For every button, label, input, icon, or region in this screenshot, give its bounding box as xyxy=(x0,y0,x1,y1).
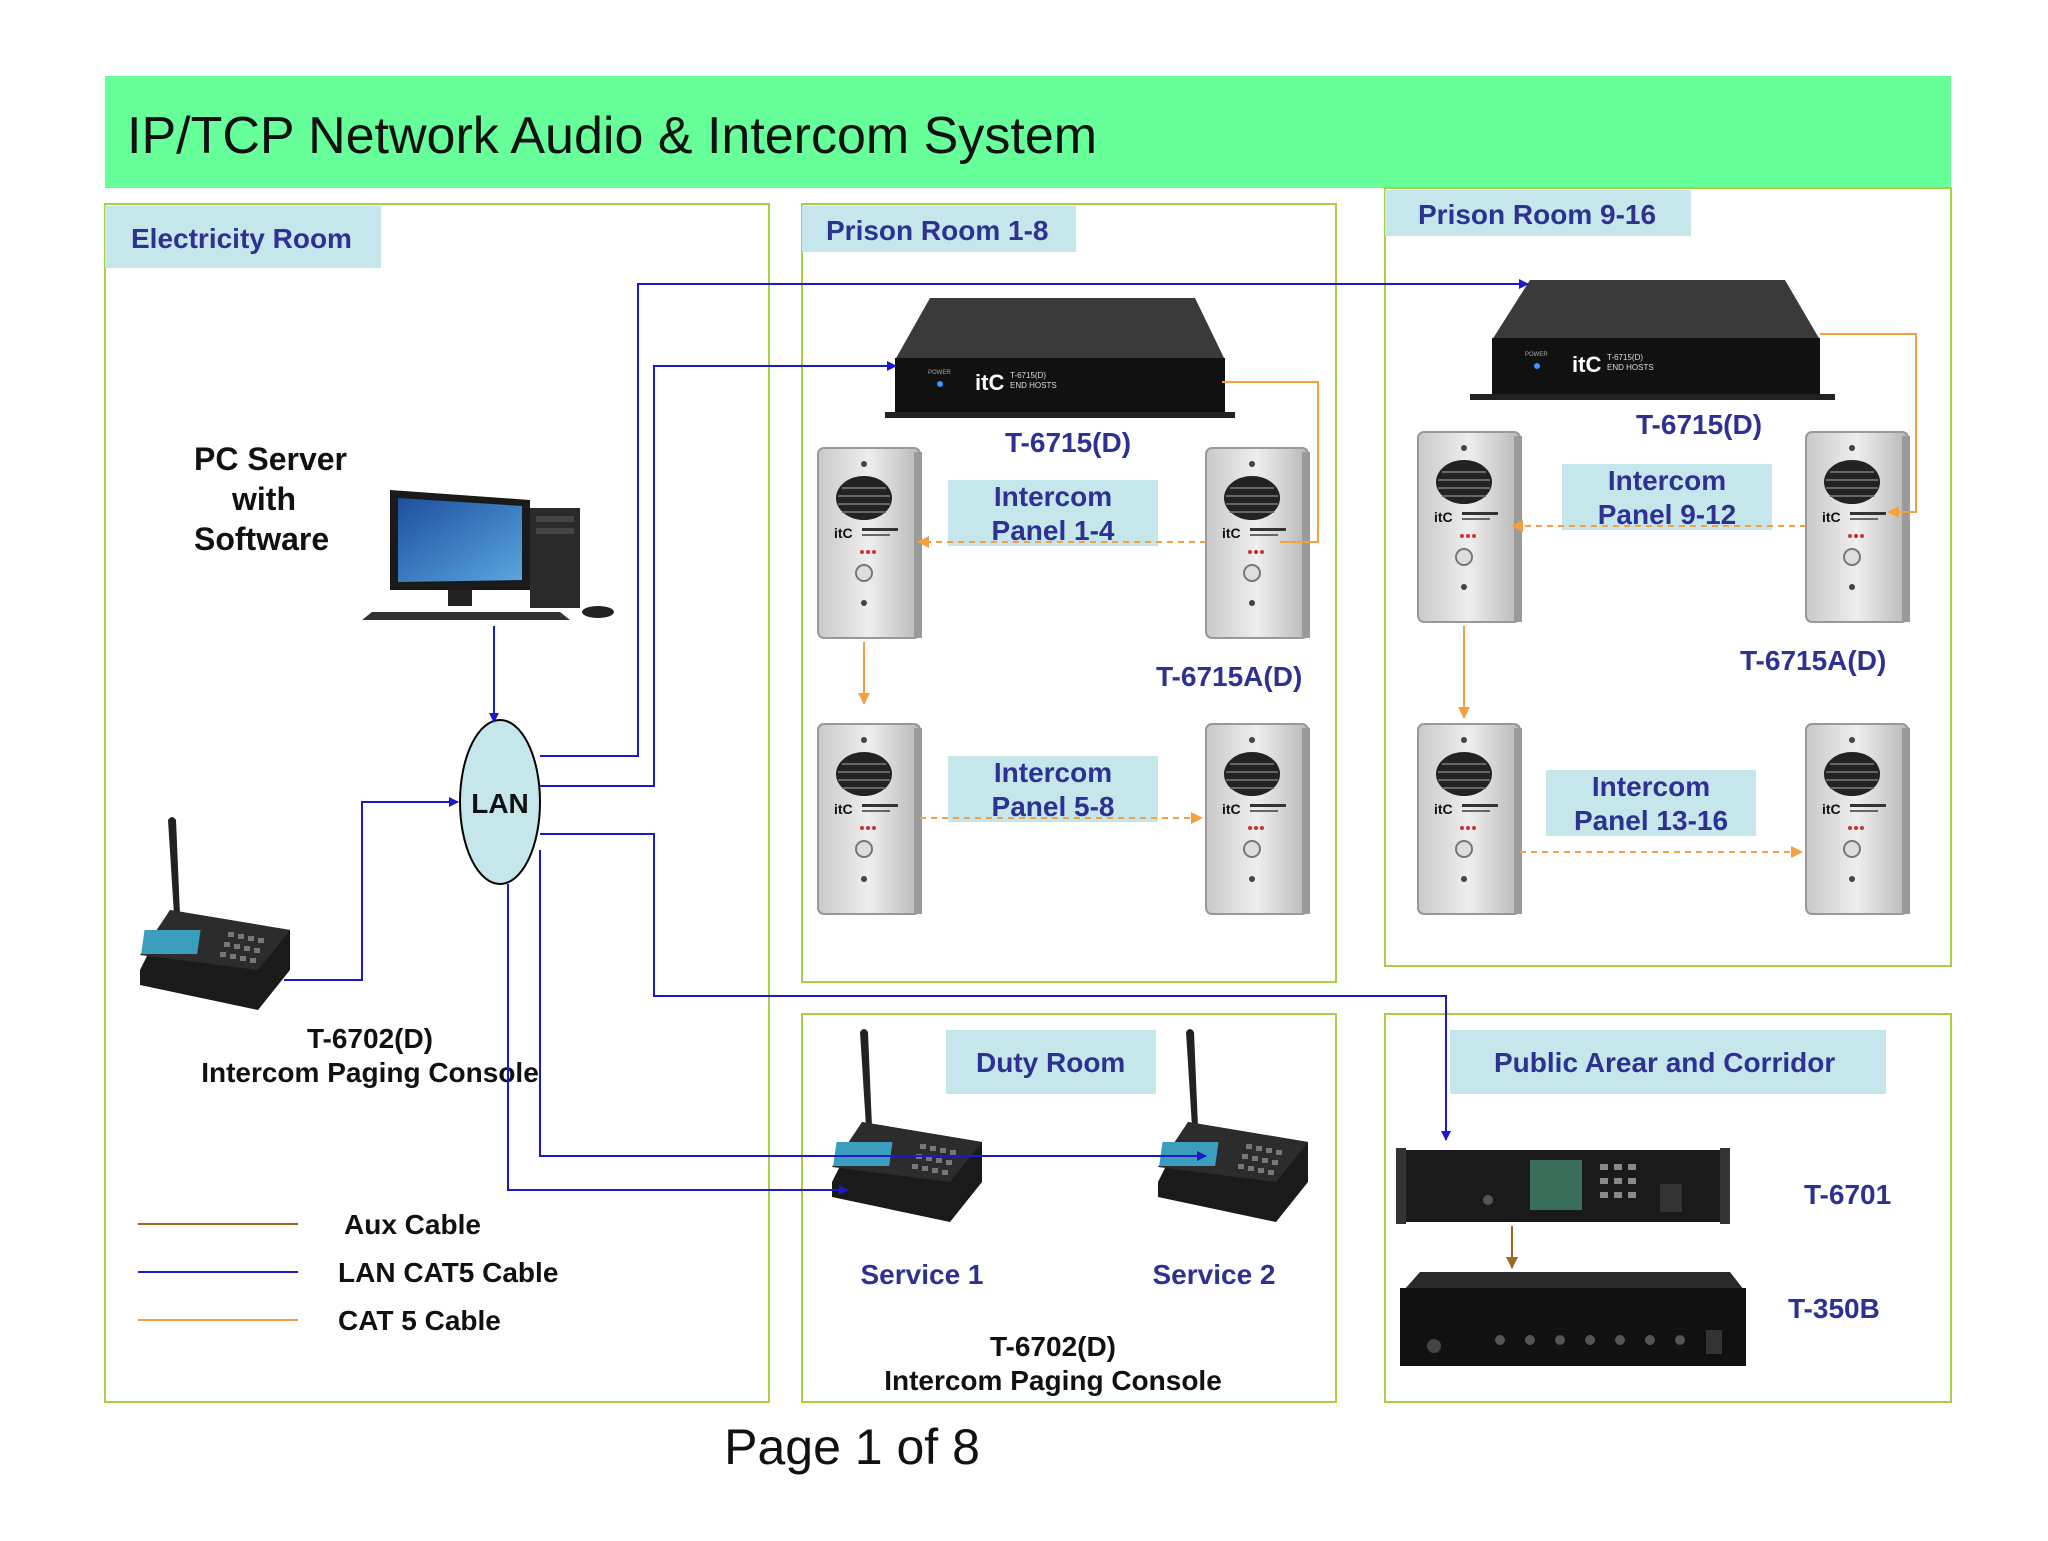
prison-room-9-16-label: Prison Room 9-16 xyxy=(1418,199,1656,230)
panel-5-8-label-bg xyxy=(948,756,1158,822)
t6701-label: T-6701 xyxy=(1804,1179,1891,1210)
intercom-panel-icon xyxy=(1805,431,1911,623)
legend-lan-label: LAN CAT5 Cable xyxy=(338,1257,558,1288)
intercom-panel-icon xyxy=(1205,723,1311,915)
duty-console-model: T-6702(D) xyxy=(990,1331,1116,1362)
title-bar xyxy=(105,76,1951,188)
console-desc-label: Intercom Paging Console xyxy=(201,1057,539,1088)
lan-label: LAN xyxy=(471,788,529,819)
panel-1-4-label-line2: Panel 1-4 xyxy=(992,515,1115,546)
prison-room-1-8-label: Prison Room 1-8 xyxy=(826,215,1048,246)
lan-to-host-1-8-cable xyxy=(540,361,897,787)
host-9-16-to-panel-cable xyxy=(1820,333,1917,518)
legend-cat5-label: CAT 5 Cable xyxy=(338,1305,501,1336)
prison-room-1-8-box xyxy=(801,203,1337,983)
panel-model-9-16: T-6715A(D) xyxy=(1740,645,1886,676)
panel-13-16-label-line1: Intercom xyxy=(1592,771,1710,802)
intercom-panel-icon xyxy=(1417,431,1523,623)
panel-9-12-label-bg xyxy=(1562,464,1772,530)
panel-1-4-label-line1: Intercom xyxy=(994,481,1112,512)
public-area-label-bg xyxy=(1450,1030,1886,1094)
lan-node xyxy=(459,719,541,885)
intercom-panel-icon xyxy=(1805,723,1911,915)
host-1-8-to-panel-cable xyxy=(1222,381,1319,543)
legend-aux-label: Aux Cable xyxy=(344,1209,481,1240)
electricity-room-label: Electricity Room xyxy=(131,223,352,254)
panel-13-16-label-bg xyxy=(1546,770,1756,836)
panel-9-12-label-line1: Intercom xyxy=(1608,465,1726,496)
host-1-8-brand: itC xyxy=(975,370,1004,395)
host-1-8-icon: POWER itC T-6715(D) END HOSTS xyxy=(885,298,1235,418)
intercom-panel-icon xyxy=(817,723,923,915)
prison-room-9-16-box xyxy=(1384,187,1952,967)
service-2-label: Service 2 xyxy=(1153,1259,1276,1290)
host-1-8-plate-sub: END HOSTS xyxy=(1010,381,1057,390)
host-9-16-plate-sub: END HOSTS xyxy=(1607,363,1654,372)
duty-console-desc: Intercom Paging Console xyxy=(884,1365,1222,1396)
t350b-label: T-350B xyxy=(1788,1293,1880,1324)
duty-room-box xyxy=(801,1013,1337,1403)
panel-1-4-label-bg xyxy=(948,480,1158,546)
intercom-panel-icon xyxy=(1417,723,1523,915)
panel-5-8-label-line1: Intercom xyxy=(994,757,1112,788)
duty-room-label: Duty Room xyxy=(976,1047,1125,1078)
panel-model-1-8: T-6715A(D) xyxy=(1156,661,1302,692)
lan-to-t6701-cable xyxy=(540,833,1451,1141)
panel-5-8-label-line2: Panel 5-8 xyxy=(992,791,1115,822)
page-number: Page 1 of 8 xyxy=(724,1419,980,1475)
t6701-device-icon xyxy=(1396,1148,1730,1224)
public-area-box xyxy=(1384,1013,1952,1403)
public-area-label: Public Arear and Corridor xyxy=(1494,1047,1835,1078)
lan-to-service-2-cable xyxy=(539,850,1207,1161)
console-to-lan-cable xyxy=(284,797,459,981)
duty-room-label-bg xyxy=(946,1030,1156,1094)
pc-server-label-line2: with xyxy=(231,481,296,517)
lan-to-service-1-cable xyxy=(507,884,849,1195)
t350b-device-icon xyxy=(1400,1272,1746,1366)
pc-server-label-line1: PC Server xyxy=(194,441,347,477)
paging-console-icon xyxy=(140,817,290,1010)
console-model-label: T-6702(D) xyxy=(307,1023,433,1054)
host-9-16-icon: POWER itC T-6715(D) END HOSTS xyxy=(1470,280,1835,400)
prison-room-1-8-label-bg xyxy=(802,206,1076,252)
host-9-16-brand: itC xyxy=(1572,352,1601,377)
pc-server-icon xyxy=(362,490,614,620)
service-1-label: Service 1 xyxy=(861,1259,984,1290)
host-1-8-plate: T-6715(D) xyxy=(1010,371,1046,380)
pc-server-label-line3: Software xyxy=(194,521,329,557)
intercom-panel-icon xyxy=(817,447,923,639)
service-2-console-icon xyxy=(1158,1029,1308,1222)
electricity-room-label-bg xyxy=(105,206,381,268)
host-9-16-power-text: POWER xyxy=(1525,352,1548,358)
host-9-16-plate: T-6715(D) xyxy=(1607,353,1643,362)
panel-9-12-label-line2: Panel 9-12 xyxy=(1598,499,1737,530)
lan-to-host-9-16-cable xyxy=(540,279,1529,757)
page-title: IP/TCP Network Audio & Intercom System xyxy=(127,107,1097,165)
prison-room-9-16-label-bg xyxy=(1385,190,1691,236)
host-9-16-model: T-6715(D) xyxy=(1636,409,1762,440)
panel-13-16-label-line2: Panel 13-16 xyxy=(1574,805,1728,836)
electricity-room-box xyxy=(104,203,770,1403)
host-1-8-power-text: POWER xyxy=(928,370,951,376)
host-1-8-model: T-6715(D) xyxy=(1005,427,1131,458)
